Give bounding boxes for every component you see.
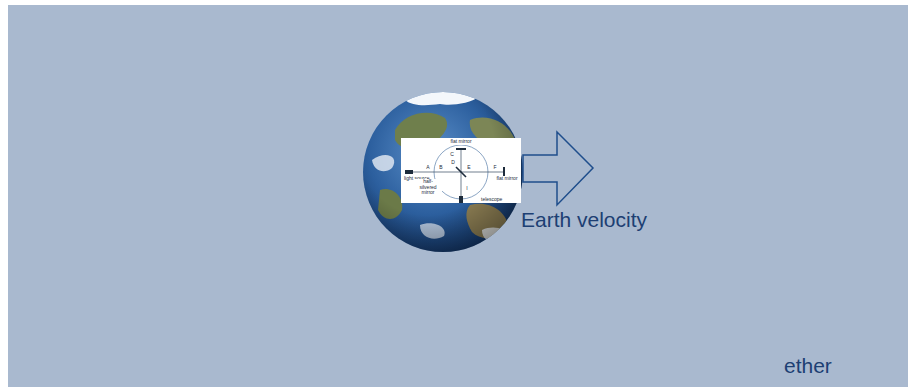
velocity-arrow — [523, 132, 593, 205]
inset-panel — [401, 138, 521, 203]
flat-mirror-symbol — [456, 148, 466, 150]
apparatus-label: D — [450, 160, 456, 166]
light-source-symbol — [405, 170, 413, 174]
ether-background — [8, 5, 908, 387]
diagram-label: Earth velocity — [521, 208, 647, 231]
ocean — [363, 92, 523, 252]
diagram-label: ether — [784, 354, 832, 377]
apparatus-label: E — [466, 165, 471, 171]
apparatus-label: F — [492, 165, 497, 171]
interferometer-inset — [401, 138, 521, 203]
telescope-symbol — [459, 196, 463, 203]
half-silvered-mirror-symbol — [456, 167, 466, 177]
apparatus-label: half-silvered mirror — [414, 179, 442, 196]
apparatus-label: telescope — [480, 197, 503, 203]
globe-shading — [363, 92, 523, 252]
apparatus-label: C — [449, 152, 455, 158]
earth-globe — [363, 90, 523, 252]
apparatus-label: A — [425, 165, 430, 171]
light-path — [412, 172, 503, 173]
apparatus-label: flat mirror — [449, 139, 472, 145]
apparatus-label: flat mirror — [495, 176, 519, 182]
apparatus-label: I — [465, 186, 468, 192]
apparatus-label: B — [438, 165, 443, 171]
